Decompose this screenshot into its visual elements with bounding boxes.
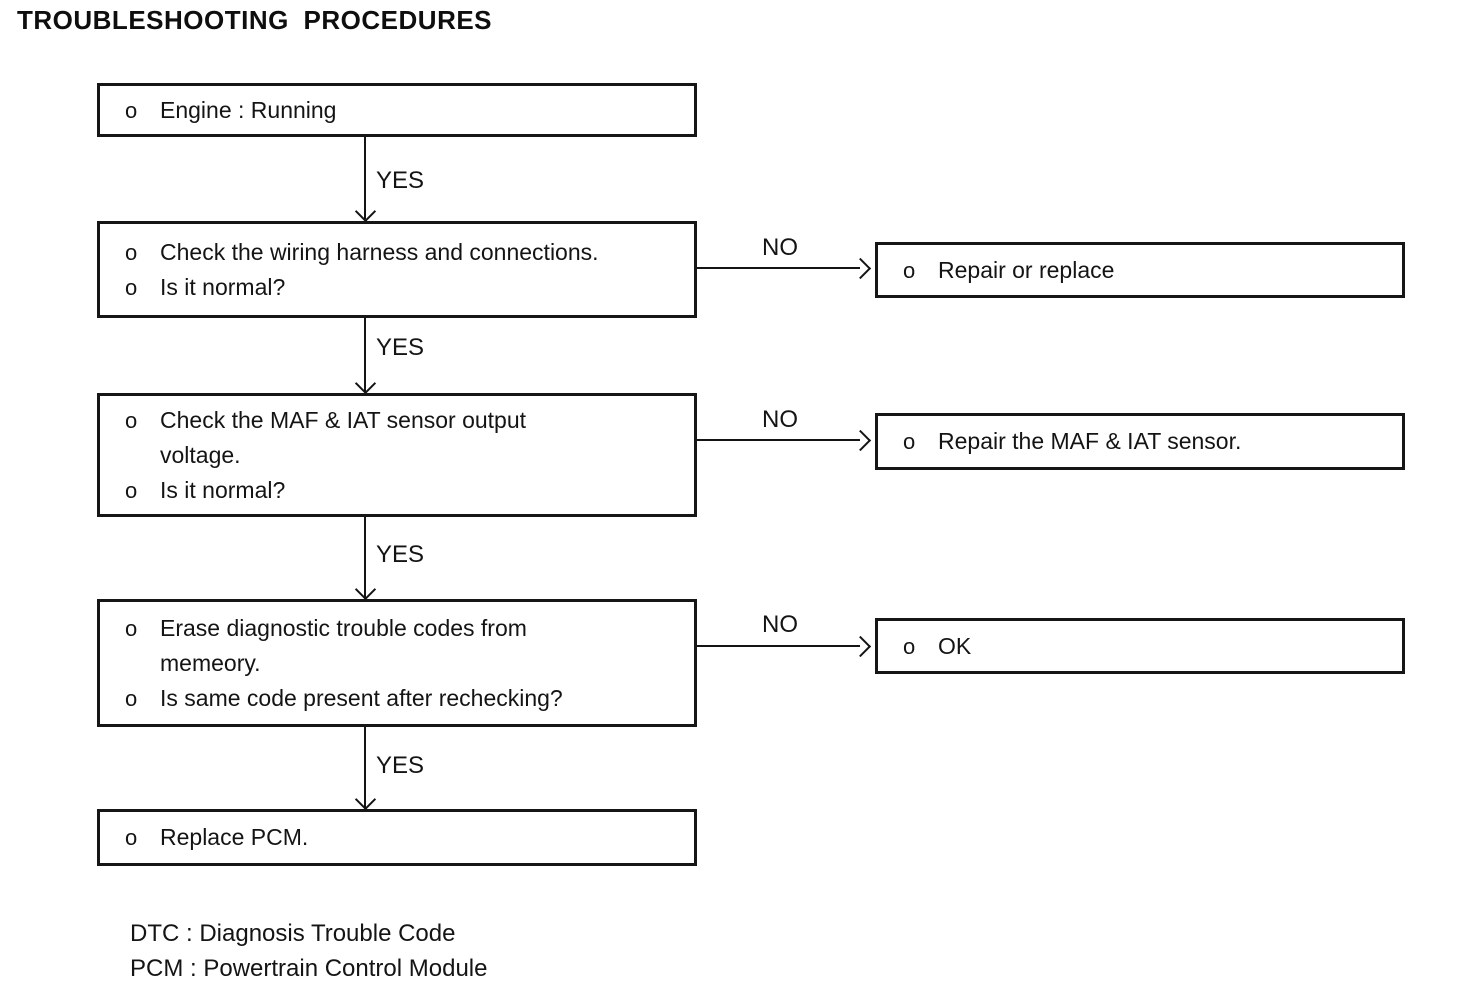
down-arrowhead-icon-2: [354, 372, 377, 395]
bullet-marker: o: [903, 257, 916, 283]
no-label-2: NO: [762, 406, 798, 433]
box-text-line: Erase diagnostic trouble codes from: [160, 614, 527, 641]
right-arrowhead-icon-1: [849, 257, 872, 280]
down-arrowhead-icon-1: [354, 200, 377, 223]
bullet-marker: o: [125, 407, 138, 433]
box-text-line: memeory.: [160, 649, 261, 676]
legend-line-dtc: DTC : Diagnosis Trouble Code: [130, 920, 456, 947]
yes-label-1: YES: [376, 167, 425, 194]
bullet-marker: o: [125, 477, 138, 503]
bullet-marker: o: [903, 633, 916, 659]
box-text-line: voltage.: [160, 441, 241, 468]
result-box-repair-maf-iat-sensor: o Repair the MAF & IAT sensor.: [875, 413, 1405, 470]
down-arrowhead-icon-3: [354, 578, 377, 601]
bullet-marker: o: [125, 274, 138, 300]
flow-box-maf-iat-voltage: o Check the MAF & IAT sensor output volt…: [97, 393, 697, 517]
result-box-repair-or-replace: o Repair or replace: [875, 242, 1405, 298]
yes-label-2: YES: [376, 334, 425, 361]
down-arrow-line-2: [364, 318, 366, 392]
result-box-ok: o OK: [875, 618, 1405, 674]
right-arrowhead-icon-2: [849, 429, 872, 452]
abbreviation-legend: DTC : Diagnosis Trouble Code PCM : Power…: [130, 916, 487, 982]
legend-line-pcm: PCM : Powertrain Control Module: [130, 955, 488, 982]
no-label-1: NO: [762, 234, 798, 261]
flow-box-replace-pcm: o Replace PCM.: [97, 809, 697, 866]
bullet-marker: o: [125, 825, 138, 850]
box-text-line: Is same code present after rechecking?: [160, 684, 563, 711]
no-label-3: NO: [762, 611, 798, 638]
bullet-marker: o: [125, 615, 138, 641]
bullet-marker: o: [125, 239, 138, 265]
down-arrowhead-icon-4: [354, 788, 377, 811]
no-arrow-line-1: [697, 267, 860, 269]
bullet-item: o OK: [903, 629, 1388, 664]
no-arrow-line-3: [697, 645, 860, 647]
bullet-item: o Engine : Running: [125, 93, 680, 128]
bullet-item: o Repair the MAF & IAT sensor.: [903, 424, 1388, 459]
down-arrow-line-3: [364, 517, 366, 598]
box-text-line: Check the wiring harness and connections…: [160, 238, 599, 265]
box-text-line: Is it normal?: [160, 476, 286, 503]
bullet-item: o Is it normal?: [125, 473, 680, 508]
bullet-marker: o: [125, 97, 138, 123]
bullet-item: o Repair or replace: [903, 253, 1388, 288]
flow-box-erase-dtc: o Erase diagnostic trouble codes from me…: [97, 599, 697, 727]
box-text-line: Replace PCM.: [160, 824, 309, 850]
box-text-line: Is it normal?: [160, 273, 286, 300]
down-arrow-line-4: [364, 727, 366, 808]
box-text-line: Repair or replace: [938, 256, 1115, 283]
no-arrow-line-2: [697, 439, 860, 441]
box-text-line: Engine : Running: [160, 96, 337, 123]
box-text-line: OK: [938, 632, 972, 659]
bullet-item: o Check the wiring harness and connectio…: [125, 235, 680, 270]
bullet-item: o Check the MAF & IAT sensor output volt…: [125, 403, 680, 473]
bullet-marker: o: [125, 685, 138, 711]
box-text-line: Repair the MAF & IAT sensor.: [938, 428, 1242, 454]
flow-box-engine-running: o Engine : Running: [97, 83, 697, 137]
page-title: TROUBLESHOOTING PROCEDURES: [17, 5, 493, 35]
yes-label-3: YES: [376, 541, 425, 568]
box-text-line: Check the MAF & IAT sensor output: [160, 406, 527, 433]
down-arrow-line-1: [364, 137, 366, 219]
yes-label-4: YES: [376, 752, 425, 779]
bullet-marker: o: [903, 429, 916, 454]
bullet-item: o Erase diagnostic trouble codes from me…: [125, 611, 680, 681]
bullet-item: o Replace PCM.: [125, 820, 680, 855]
bullet-item: o Is same code present after rechecking?: [125, 681, 680, 716]
bullet-item: o Is it normal?: [125, 270, 680, 305]
right-arrowhead-icon-3: [849, 635, 872, 658]
flow-box-wiring-harness: o Check the wiring harness and connectio…: [97, 221, 697, 318]
